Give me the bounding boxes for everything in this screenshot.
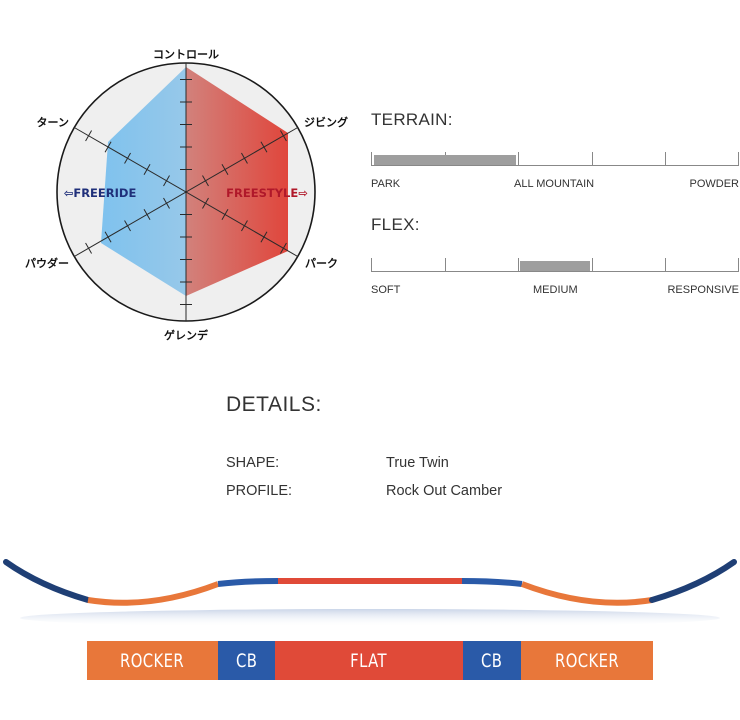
freeride-area (101, 67, 186, 296)
radar-axis-line (74, 127, 298, 257)
radar-tick (241, 152, 248, 164)
flex-title: FLEX: (371, 215, 420, 234)
board-rocker-left (87, 581, 220, 606)
meter-tick (518, 258, 519, 271)
segment-flat: FLAT (275, 641, 463, 680)
board-tip-left (3, 559, 91, 603)
axis-label-jibbing: ジビング (304, 115, 348, 129)
segment-cb-right: CB (463, 641, 521, 680)
terrain-label-park: PARK (371, 178, 401, 190)
segment-label: CB (481, 649, 503, 672)
board-rocker-right (520, 581, 653, 606)
flex-label-medium: MEDIUM (533, 284, 578, 296)
axis-label-control: コントロール (153, 48, 219, 61)
segment-label: CB (235, 649, 258, 672)
radar-tick (85, 130, 93, 142)
terrain-meter (371, 152, 739, 166)
radar-tick (260, 231, 268, 243)
flex-label-soft: SOFT (371, 284, 401, 296)
radar-tick (202, 175, 209, 187)
radar-tick (202, 197, 209, 209)
radar-tick (279, 130, 287, 142)
segment-label: ROCKER (554, 649, 620, 672)
radar-tick (124, 220, 131, 232)
meter-tick (592, 152, 593, 165)
riding-style-radar: コントロール ジビング パーク ゲレンデ パウダー ターン ⇦FREERIDE … (25, 48, 348, 342)
radar-tick (104, 141, 112, 153)
board-camber-right (461, 578, 523, 587)
board-tip-right (649, 559, 737, 603)
meter-tick (592, 258, 593, 271)
spec-value: True Twin (386, 455, 449, 471)
axis-label-groomer: ゲレンデ (164, 328, 209, 342)
radar-ticks (85, 79, 287, 305)
spec-key: PROFILE: (226, 483, 293, 499)
terrain-label-powder: POWDER (689, 178, 740, 190)
spec-value: Rock Out Camber (386, 483, 503, 499)
flex-level-fill (520, 261, 590, 271)
board-profile-illustration (3, 559, 737, 627)
radar-tick (260, 141, 268, 153)
board-camber-left (217, 578, 279, 587)
meter-tick (445, 258, 446, 271)
radar-axes (74, 63, 298, 321)
flex-label-responsive: RESPONSIVE (667, 284, 739, 296)
terrain-level-fill (374, 155, 517, 165)
details-title: DETAILS: (226, 393, 322, 416)
segment-rocker-left: ROCKER (87, 641, 218, 680)
spec-row-shape: SHAPE: True Twin (226, 455, 449, 471)
radar-tick (163, 175, 170, 187)
segment-label: ROCKER (120, 649, 185, 672)
freeride-label: ⇦FREERIDE (64, 186, 137, 200)
radar-tick (163, 197, 170, 209)
radar-tick (221, 209, 229, 220)
freestyle-label: FREESTYLE⇨ (226, 186, 308, 200)
meter-tick (665, 152, 666, 165)
spec-key: SHAPE: (226, 455, 280, 471)
radar-tick (85, 242, 93, 254)
axis-label-park: パーク (305, 257, 338, 270)
board-shadow (20, 609, 720, 627)
segment-cb-left: CB (218, 641, 275, 680)
meter-tick (665, 258, 666, 271)
terrain-label-all-mountain: ALL MOUNTAIN (514, 178, 595, 190)
radar-tick (104, 231, 112, 243)
segment-rocker-right: ROCKER (521, 641, 653, 680)
segment-label: FLAT (350, 649, 388, 672)
flex-meter (371, 258, 739, 272)
meter-tick (518, 152, 519, 165)
radar-tick (279, 242, 287, 254)
radar-tick (221, 164, 229, 175)
radar-tick (143, 164, 151, 175)
terrain-title: TERRAIN: (371, 110, 453, 129)
spec-row-profile: PROFILE: Rock Out Camber (226, 483, 502, 499)
profile-segment-bar: ROCKER CB FLAT CB ROCKER (87, 641, 653, 680)
axis-label-turn: ターン (37, 116, 69, 129)
radar-tick (124, 152, 131, 164)
radar-tick (143, 209, 151, 220)
axis-label-powder: パウダー (25, 256, 69, 270)
radar-tick (241, 220, 248, 232)
